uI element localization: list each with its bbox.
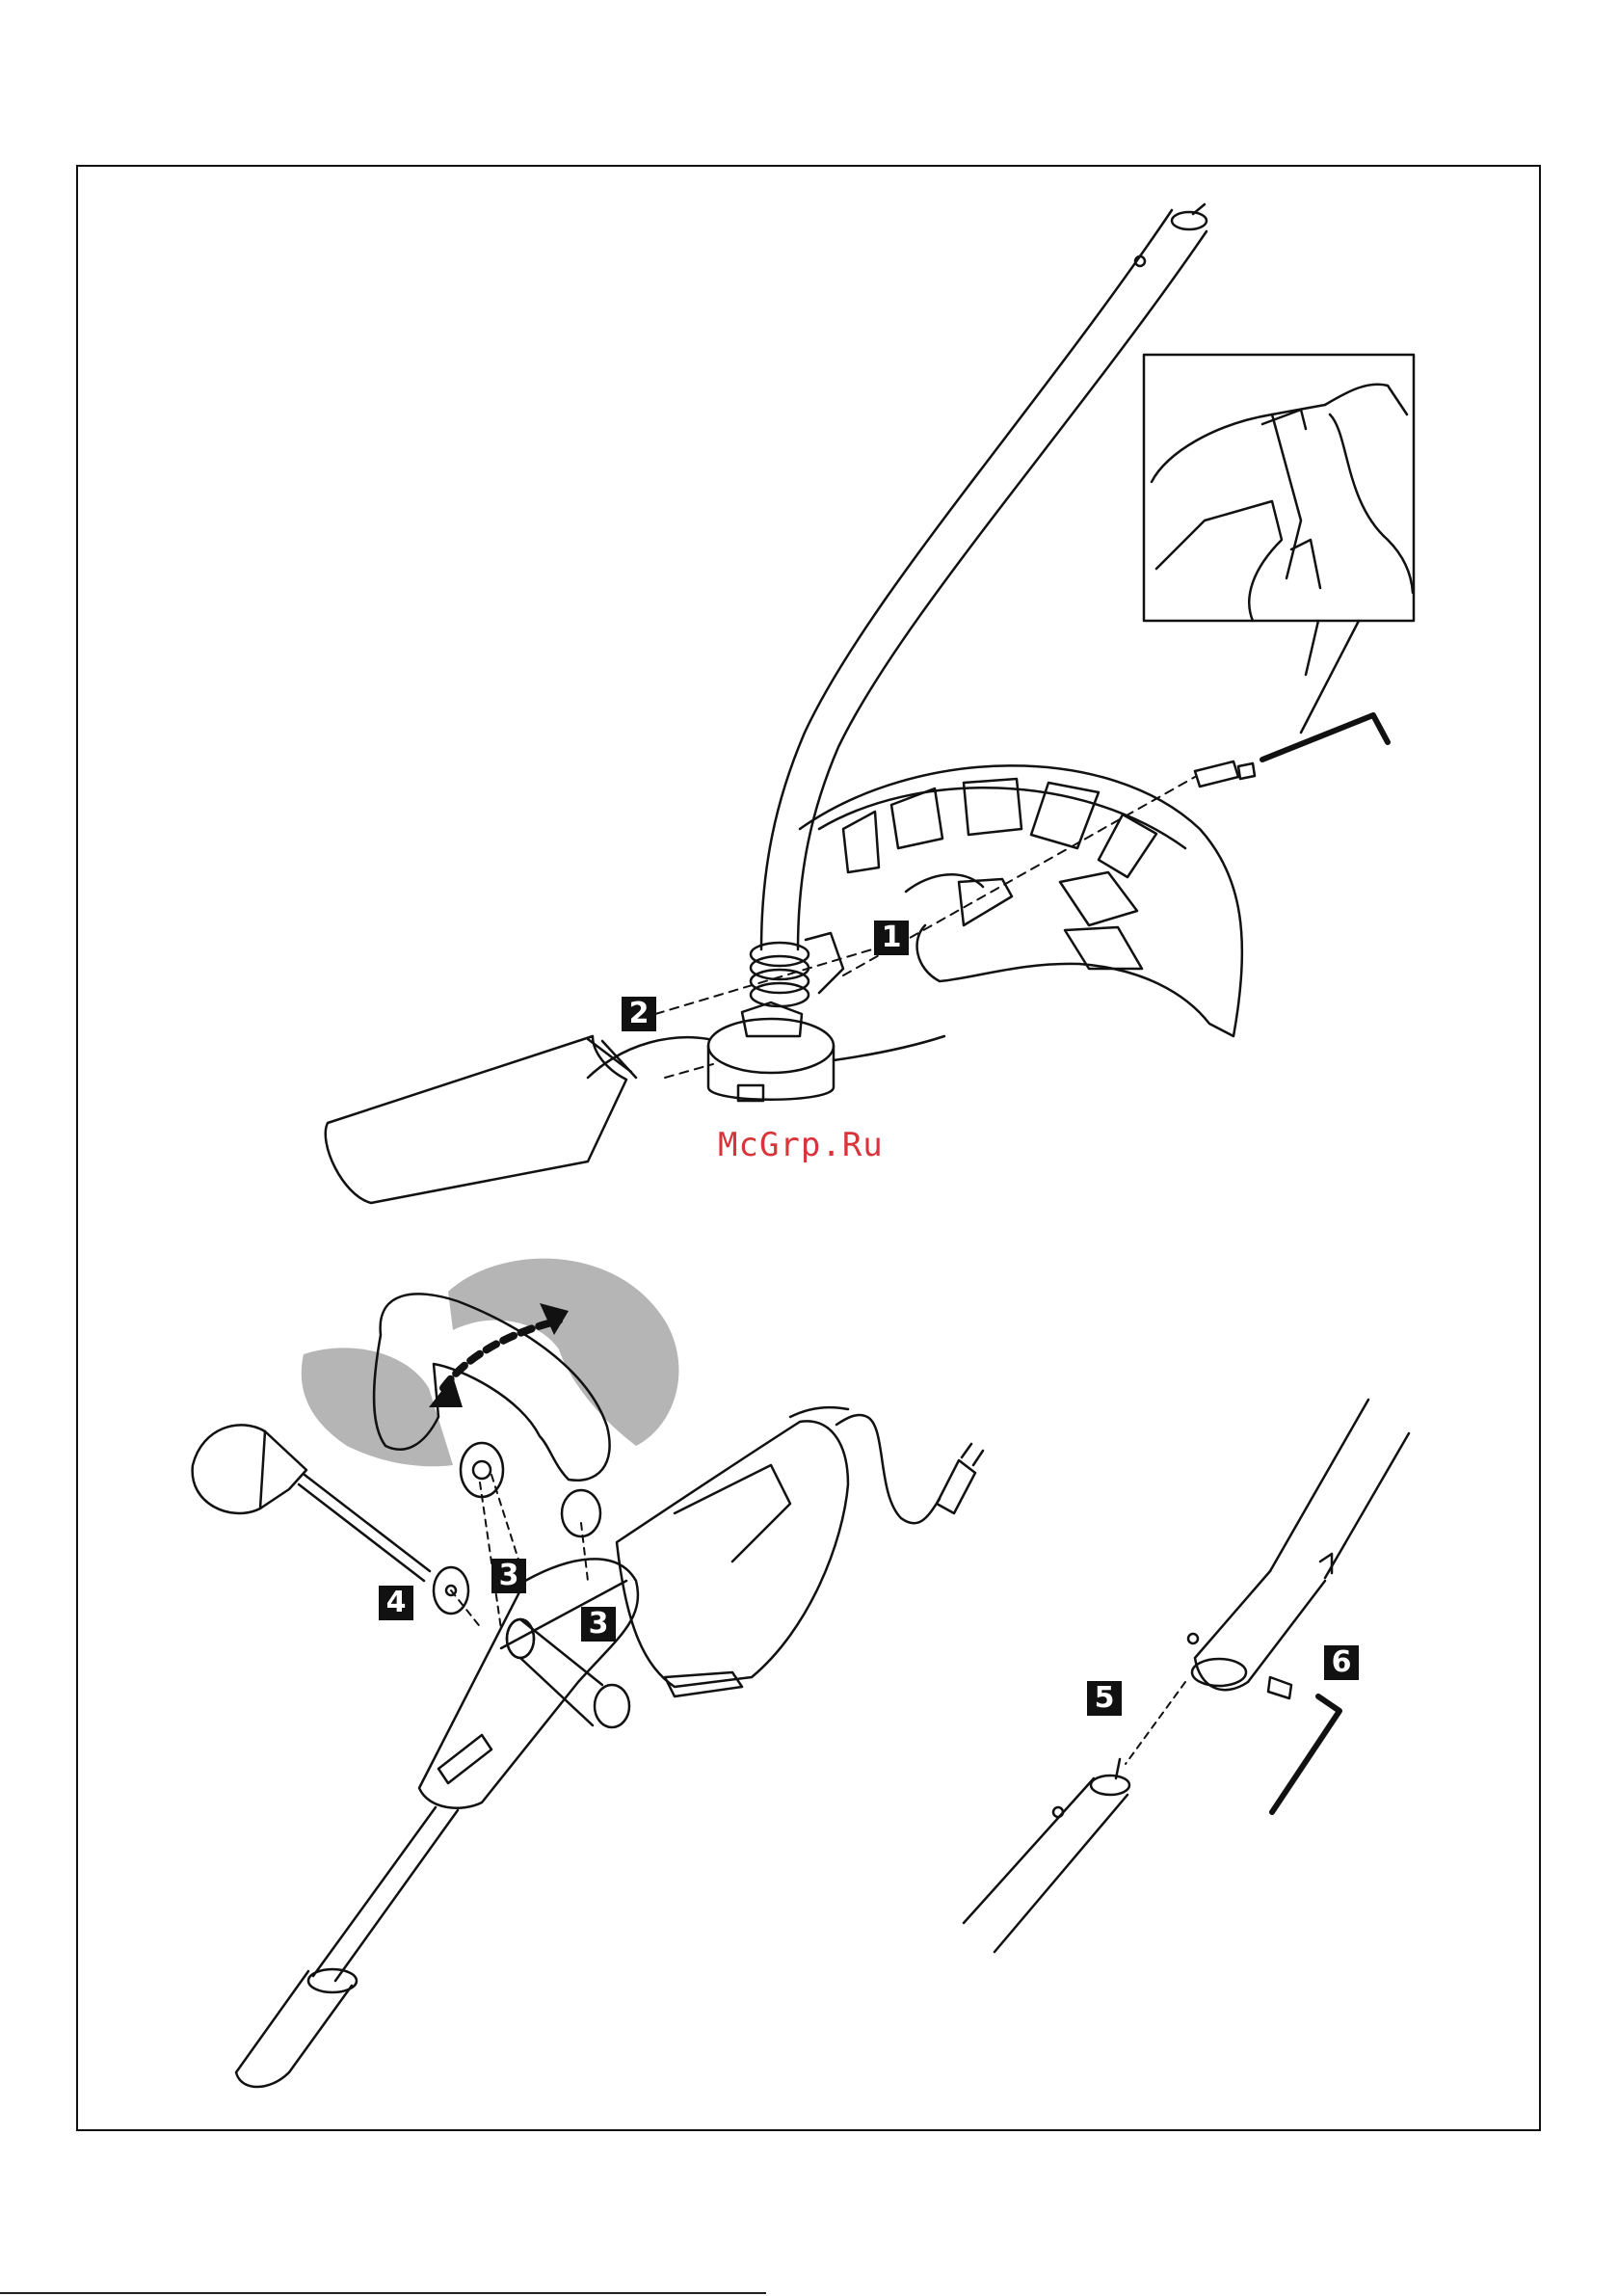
hex-key-lower [1272,1696,1339,1812]
wire-tool [326,1036,636,1203]
cutting-line [588,1036,944,1078]
callout-5: 5 [1087,1681,1122,1716]
trimmer-shaft [761,204,1207,949]
power-cable [836,1415,983,1523]
coupling-ring [751,933,843,1006]
guard-screw [1195,761,1255,787]
callout-4: 4 [379,1586,413,1620]
lower-tube [964,1759,1129,1952]
rod-screw [1268,1677,1291,1698]
hex-key-upper [1262,715,1388,760]
detail-inset [1144,355,1414,733]
trimmer-head [708,1002,834,1101]
callout-2: 2 [622,997,656,1031]
callout-3-grip: 3 [581,1607,616,1642]
handle-shadow [302,1259,679,1467]
callout-6: 6 [1324,1645,1359,1680]
page-rule [0,2292,766,2294]
motor-housing [617,1407,848,1696]
blade-guard [800,765,1242,1036]
callout-1: 1 [874,921,909,955]
handle-rod [236,1807,458,2087]
assembly-lines-lower-right [1126,1682,1185,1764]
watermark-text: McGrp.Ru [718,1126,884,1164]
callout-3-handle: 3 [491,1559,526,1593]
upper-tube [1188,1400,1409,1690]
